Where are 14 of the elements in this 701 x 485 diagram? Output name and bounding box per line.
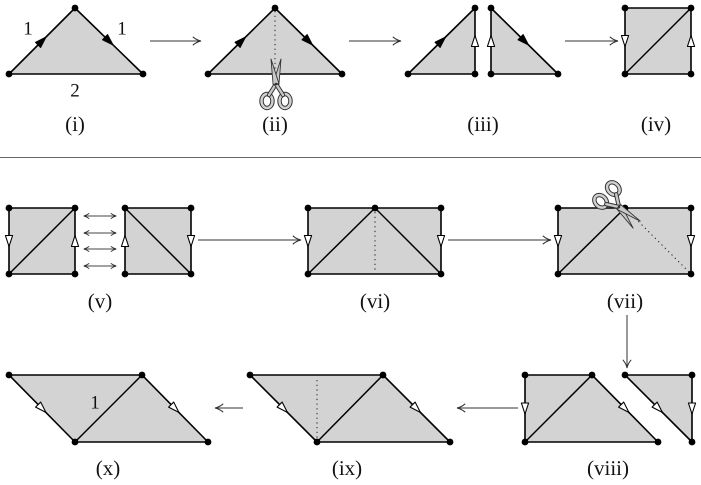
figure-caption: (iii) [467,113,499,135]
figure-caption: (v) [88,290,112,312]
figure-caption: (i) [65,113,85,135]
figure-caption: (x) [96,457,120,479]
side-length-label: 1 [90,394,100,412]
side-length-label: 2 [70,82,80,100]
side-length-label: 1 [23,20,33,38]
figure-caption: (viii) [587,457,629,479]
side-length-label: 1 [117,20,127,38]
figure-caption: (vii) [606,290,644,312]
figure-caption: (ix) [332,457,362,479]
figure-caption: (vi) [360,290,390,312]
figure-caption: (ii) [262,113,288,135]
figure-caption: (iv) [640,113,672,135]
